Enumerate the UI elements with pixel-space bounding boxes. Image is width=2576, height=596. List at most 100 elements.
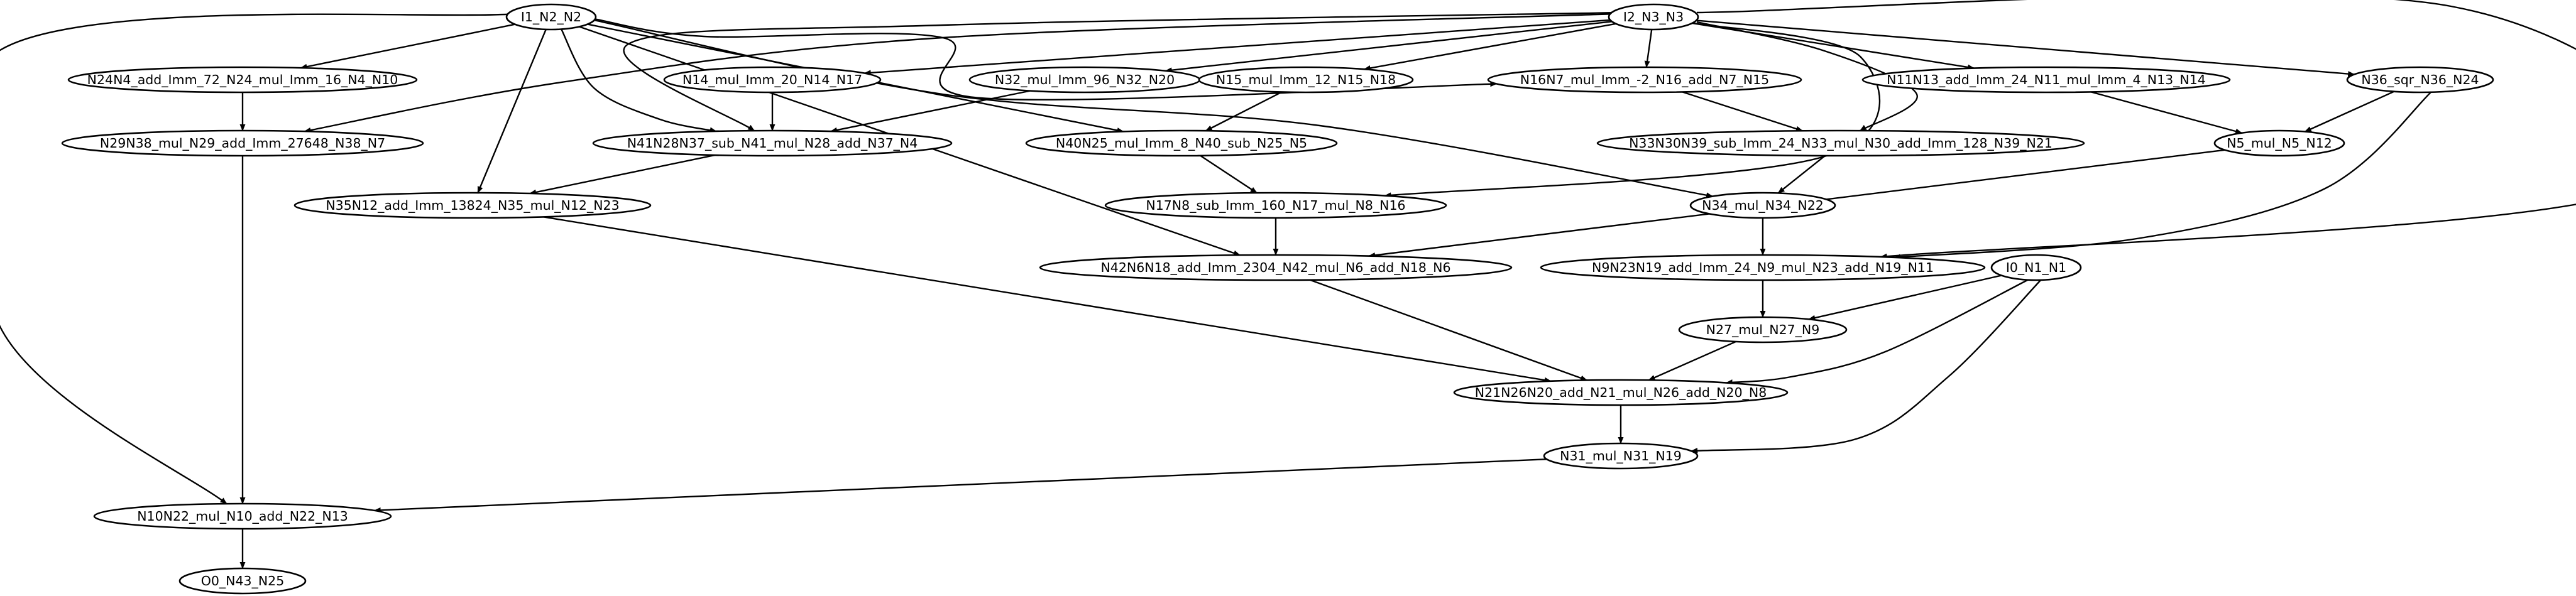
graph-node: N36_sqr_N36_N24	[2346, 66, 2494, 94]
graph-node: I1_N2_N2	[505, 3, 597, 31]
node-label: N36_sqr_N36_N24	[2361, 72, 2479, 88]
edge-N33N30N39-to-N34	[1777, 155, 1826, 194]
edge-N40N25-to-N17N8	[1200, 154, 1258, 194]
edge-I2_N3_N3-to-N15	[1363, 23, 1616, 71]
edge-N35N12-to-N21N26N20	[543, 216, 1552, 383]
edge-N31-to-N10N22	[373, 458, 1547, 513]
node-label: N27_mul_N27_N9	[1706, 322, 1820, 338]
node-ellipse	[1608, 3, 1699, 31]
node-ellipse	[1198, 66, 1414, 94]
edge-N16N7-to-N33N30N39	[1682, 91, 1803, 132]
node-label: I0_N1_N1	[2006, 260, 2066, 276]
node-ellipse	[293, 192, 652, 219]
node-label: N17N8_sub_Imm_160_N17_mul_N8_N16	[1146, 198, 1405, 214]
graph-node: N33N30N39_sub_Imm_24_N33_mul_N30_add_Imm…	[1596, 129, 2085, 157]
graph-node: N31_mul_N31_N19	[1543, 442, 1699, 470]
graph-node: N41N28N37_sub_N41_mul_N28_add_N37_N4	[592, 129, 953, 157]
node-ellipse	[663, 66, 882, 94]
node-label: N31_mul_N31_N19	[1560, 448, 1682, 464]
node-label: N34_mul_N34_N22	[1702, 198, 1824, 214]
graph-node: I0_N1_N1	[1990, 254, 2082, 281]
node-label: N33N30N39_sub_Imm_24_N33_mul_N30_add_Imm…	[1629, 136, 2053, 151]
node-label: N29N38_mul_N29_add_Imm_27648_N38_N7	[100, 136, 385, 151]
node-label: N16N7_mul_Imm_-2_N16_add_N7_N15	[1520, 72, 1769, 88]
edge-I1_N2_N2-to-N34	[593, 19, 1714, 198]
edge-I1_N2_N2-to-N10N22	[0, 13, 517, 505]
node-ellipse	[1990, 254, 2082, 281]
graph-node: O0_N43_N25	[178, 567, 307, 595]
node-ellipse	[61, 129, 424, 157]
node-label: N41N28N37_sub_N41_mul_N28_add_N37_N4	[627, 136, 918, 151]
node-label: N10N22_mul_N10_add_N22_N13	[137, 509, 348, 524]
graph-node: N5_mul_N5_N12	[2213, 129, 2345, 157]
node-ellipse	[178, 567, 307, 595]
node-ellipse	[1678, 316, 1848, 344]
node-ellipse	[2346, 66, 2494, 94]
node-ellipse	[1540, 254, 1986, 281]
graph-node: N11N13_add_Imm_24_N11_mul_Imm_4_N13_N14	[1861, 66, 2231, 94]
node-ellipse	[93, 502, 392, 530]
node-layer: I1_N2_N2 I2_N3_N3N24N4_add_Imm_72_N24_mul…	[61, 3, 2494, 595]
node-ellipse	[1689, 192, 1836, 219]
edge-I2_N3_N3-to-N32	[1165, 21, 1613, 73]
node-label: N32_mul_Imm_96_N32_N20	[995, 72, 1175, 88]
node-label: N5_mul_N5_N12	[2227, 136, 2332, 151]
node-label: N35N12_add_Imm_13824_N35_mul_N12_N23	[326, 198, 619, 214]
node-ellipse	[1596, 129, 2085, 157]
edge-I2_N3_N3-to-N36	[1696, 19, 2355, 77]
graph-node: N10N22_mul_N10_add_N22_N13	[93, 502, 392, 530]
graph-node: N14_mul_Imm_20_N14_N17	[663, 66, 882, 94]
node-ellipse	[1861, 66, 2231, 94]
edge-I1_N2_N2-to-N35N12	[477, 29, 547, 193]
graph-node: N40N25_mul_Imm_8_N40_sub_N25_N5	[1025, 129, 1338, 157]
graph-node: N17N8_sub_Imm_160_N17_mul_N8_N16	[1104, 192, 1447, 219]
node-label: O0_N43_N25	[201, 573, 285, 589]
node-ellipse	[592, 129, 953, 157]
node-ellipse	[505, 3, 597, 31]
node-ellipse	[1453, 379, 1789, 406]
node-ellipse	[1025, 129, 1338, 157]
graph-node: N34_mul_N34_N22	[1689, 192, 1836, 219]
edge-N27-to-N21N26N20	[1648, 340, 1736, 381]
edge-N36-to-N5	[2304, 90, 2395, 133]
node-ellipse	[1039, 254, 1513, 281]
edge-I2_N3_N3-to-N14	[863, 19, 1611, 76]
edge-N11N13-to-N5	[2090, 91, 2243, 134]
node-label: I1_N2_N2	[521, 9, 581, 25]
node-ellipse	[1543, 442, 1699, 470]
graph-node: N15_mul_Imm_12_N15_N18	[1198, 66, 1414, 94]
graph-node: N27_mul_N27_N9	[1678, 316, 1848, 344]
edge-N41N28N37-to-N35N12	[529, 154, 715, 195]
graph-node: N29N38_mul_N29_add_Imm_27648_N38_N7	[61, 129, 424, 157]
node-label: N11N13_add_Imm_24_N11_mul_Imm_4_N13_N14	[1887, 72, 2206, 88]
edge-I1_N2_N2-to-N41N28N37	[559, 27, 717, 133]
edge-I0_N1_N1-to-N27	[1808, 274, 2002, 321]
node-ellipse	[1104, 192, 1447, 219]
edge-I0_N1_N1-to-N21N26N20	[1725, 278, 2031, 386]
graph-node: N32_mul_Imm_96_N32_N20	[968, 66, 1201, 94]
node-ellipse	[1487, 66, 1802, 94]
graph-node: N9N23N19_add_Imm_24_N9_mul_N23_add_N19_N…	[1540, 254, 1986, 281]
node-label: N14_mul_Imm_20_N14_N17	[682, 72, 862, 88]
edge-I2_N3_N3-to-N16N7	[1644, 29, 1653, 68]
graph-node: N24N4_add_Imm_72_N24_mul_Imm_16_N4_N10	[67, 66, 418, 94]
edge-N36-to-N9N23N19	[1893, 90, 2433, 260]
edge-I2_N3_N3-to-N41N28N37	[623, 11, 1622, 132]
edge-N32-to-N41N28N37	[830, 90, 1031, 133]
graph-node: I2_N3_N3	[1608, 3, 1699, 31]
node-ellipse	[67, 66, 418, 94]
edge-I2_N3_N3-to-N29N38	[304, 13, 1616, 133]
node-label: N15_mul_Imm_12_N15_N18	[1216, 72, 1396, 88]
edge-I2_N3_N3-to-N9N23N19	[1696, 0, 2576, 259]
edge-I1_N2_N2-to-N24N4	[300, 23, 515, 70]
edge-I2_N3_N3-to-N17N8	[1384, 21, 1881, 198]
node-label: N42N6N18_add_Imm_2304_N42_mul_N6_add_N18…	[1100, 260, 1450, 276]
graph-node: N42N6N18_add_Imm_2304_N42_mul_N6_add_N18…	[1039, 254, 1513, 281]
graph-node: N35N12_add_Imm_13824_N35_mul_N12_N23	[293, 192, 652, 219]
node-label: N9N23N19_add_Imm_24_N9_mul_N23_add_N19_N…	[1592, 260, 1934, 276]
node-label: N40N25_mul_Imm_8_N40_sub_N25_N5	[1056, 136, 1307, 151]
edge-N42N6N18-to-N21N26N20	[1310, 279, 1587, 381]
node-ellipse	[2213, 129, 2345, 157]
node-label: I2_N3_N3	[1623, 9, 1684, 25]
